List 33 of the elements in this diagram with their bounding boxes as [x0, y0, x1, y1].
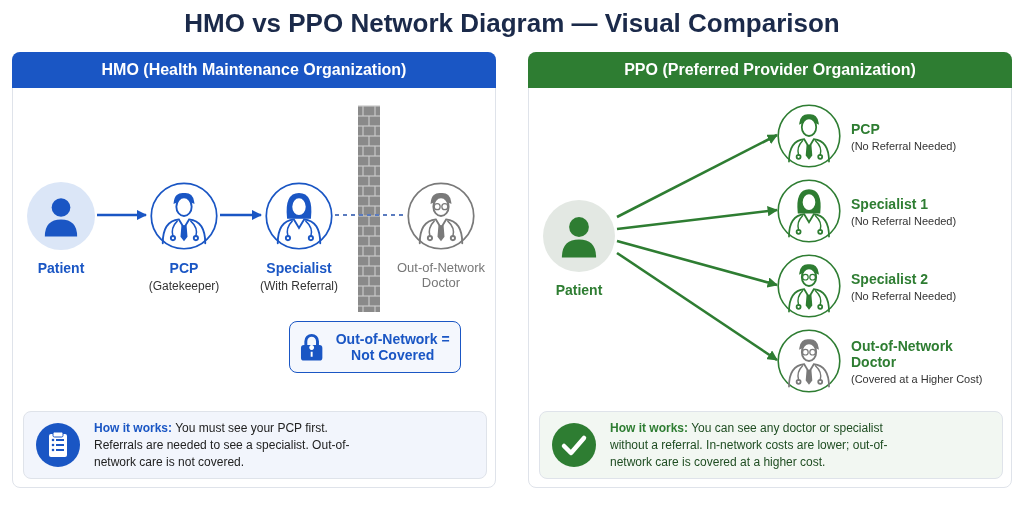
note-text: Out-of-Network = Not Covered [335, 331, 450, 363]
role-note: (No Referral Needed) [851, 139, 958, 152]
node-label: Patient [37, 260, 85, 276]
arrow [616, 205, 779, 231]
node-label: Specialist 2 [851, 270, 930, 287]
note-box [289, 321, 461, 373]
panel [12, 52, 496, 488]
role-note: (Gatekeeper) [148, 279, 220, 293]
node-label: Specialist 1 [851, 195, 930, 212]
role-note: (No Referral Needed) [851, 289, 958, 302]
panel-header: HMO (Health Maintenance Organization) [12, 52, 496, 88]
explanation-text: How it works: You can see any doctor or specialist without a referral. In-network costs are lower; out-of-network care is covered at a higher cost. [610, 419, 889, 471]
node-label: PCP [851, 120, 881, 137]
arrow [616, 133, 778, 219]
role-note: (Covered at a Higher Cost) [851, 372, 984, 385]
explanation-text: How it works: You must see your PCP first. Referrals are needed to see a specialist. Out-of-network care is not covered. [94, 419, 351, 471]
diagram-title: HMO vs PPO Network Diagram — Visual Comparison [183, 8, 841, 39]
info-box [539, 411, 1003, 479]
node-label: Patient [555, 282, 603, 298]
panel [528, 52, 1012, 488]
arrow [97, 209, 148, 221]
node-label: Out-of-Network Doctor [851, 337, 954, 370]
role-note: (With Referral) [260, 279, 338, 293]
node-label: PCP [169, 260, 199, 276]
node-label: Specialist [266, 260, 332, 276]
arrow [220, 209, 263, 221]
panel-header: PPO (Preferred Provider Organization) [528, 52, 1012, 88]
arrow [616, 251, 778, 362]
role-note: (No Referral Needed) [851, 214, 958, 227]
info-box [23, 411, 487, 479]
arrow [616, 239, 778, 288]
node-label: Out-of-Network Doctor [395, 260, 487, 290]
dashed-connector [334, 214, 404, 216]
